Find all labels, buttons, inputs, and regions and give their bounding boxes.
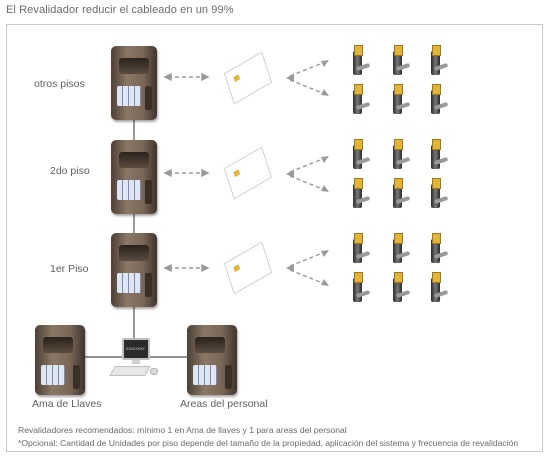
- lock-icon: [390, 45, 411, 75]
- revalidator-device-ama-de-llaves: [35, 325, 85, 395]
- computer-screen-text: XXXXXXXX: [126, 347, 145, 351]
- lock-icon: [350, 233, 371, 263]
- lock-icon: [428, 178, 449, 208]
- lock-icon: [428, 272, 449, 302]
- revalidator-device-areas-personal: [187, 325, 237, 395]
- lock-icon: [350, 139, 371, 169]
- revalidator-device-floor-2do: [111, 140, 157, 214]
- lock-icon: [350, 272, 371, 302]
- note-recomendados: Revalidadores recomendados: mínimo 1 en …: [18, 425, 347, 435]
- lock-icon: [428, 45, 449, 75]
- note-opcional: *Opcional: Cantidad de Unidades por piso…: [18, 438, 519, 448]
- diagram-frame: [6, 24, 543, 452]
- diagram-title: El Revalidador reducir el cableado en un…: [6, 4, 234, 16]
- computer-icon: XXXXXXXX: [109, 338, 158, 382]
- label-areas-del-personal: Areas del personal: [180, 398, 268, 410]
- lock-icon: [390, 84, 411, 114]
- revalidator-device-floor-otros: [111, 46, 157, 120]
- lock-icon: [428, 139, 449, 169]
- floor-label-otros-pisos: otros pisos: [34, 78, 85, 90]
- label-ama-de-llaves: Ama de Llaves: [32, 398, 102, 410]
- revalidator-device-floor-1er: [111, 233, 157, 307]
- lock-icon: [350, 178, 371, 208]
- lock-icon: [350, 84, 371, 114]
- floor-label-2do-piso: 2do piso: [50, 165, 90, 177]
- floor-label-1er-piso: 1er Piso: [50, 263, 89, 275]
- lock-icon: [428, 233, 449, 263]
- lock-icon: [390, 272, 411, 302]
- lock-icon: [390, 233, 411, 263]
- lock-icon: [350, 45, 371, 75]
- lock-icon: [428, 84, 449, 114]
- lock-icon: [390, 178, 411, 208]
- lock-icon: [390, 139, 411, 169]
